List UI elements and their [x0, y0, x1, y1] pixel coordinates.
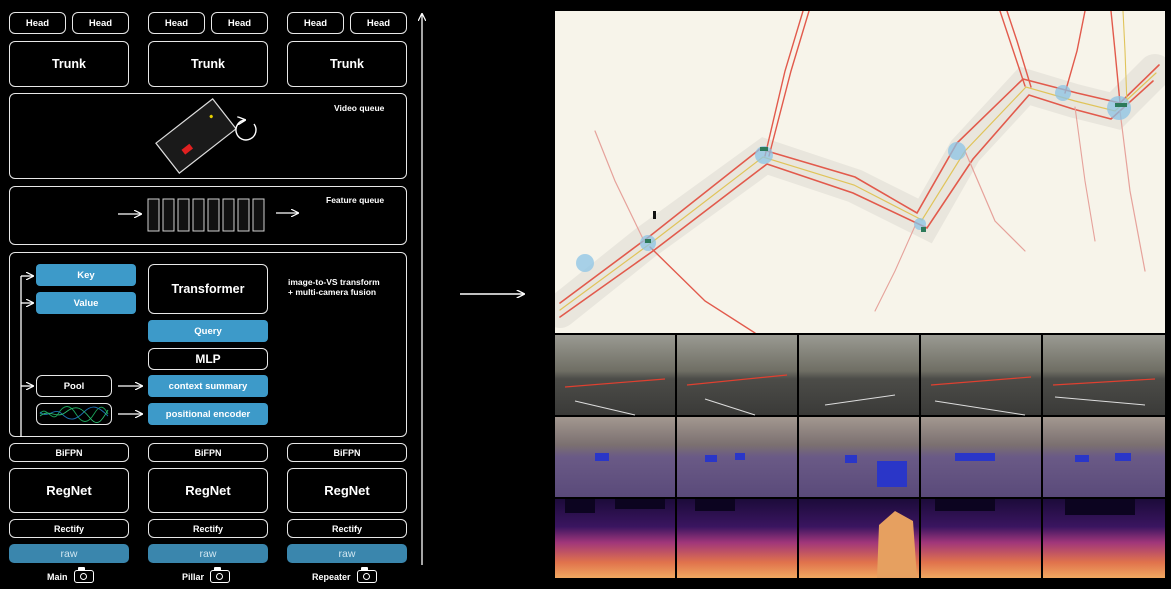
fusion-panel [9, 252, 407, 437]
feature-queue-cells [147, 198, 265, 232]
camera-row-depth [555, 499, 1165, 578]
camera-label-pillar: Pillar [182, 567, 231, 583]
camera-name: Pillar [182, 571, 205, 582]
vehicle-marker [653, 211, 656, 219]
head-box: Head [350, 12, 407, 34]
value-box: Value [36, 292, 136, 314]
trunk-box: Trunk [148, 41, 268, 87]
fusion-description-line2: + multi-camera fusion [288, 287, 377, 297]
sine-wave-icon [36, 403, 112, 425]
mlp-box: MLP [148, 348, 268, 370]
bifpn-box: BiFPN [9, 443, 129, 462]
camera-view-grid [555, 335, 1165, 578]
head-box: Head [211, 12, 268, 34]
trunk-box: Trunk [287, 41, 407, 87]
raw-input-box: raw [9, 544, 129, 563]
camera-icon [210, 567, 231, 583]
raw-input-box: raw [148, 544, 268, 563]
rectify-box: Rectify [148, 519, 268, 538]
connector-lines [20, 276, 142, 437]
rectify-box: Rectify [9, 519, 129, 538]
video-queue-panel [9, 93, 407, 179]
head-box: Head [9, 12, 66, 34]
query-box: Query [148, 320, 268, 342]
positional-encoder-box: positional encoder [148, 403, 268, 425]
intersection-markers [576, 85, 1131, 272]
camera-icon [356, 567, 377, 583]
bifpn-box: BiFPN [148, 443, 268, 462]
regnet-box: RegNet [287, 468, 407, 513]
feature-queue-panel [9, 186, 407, 245]
trunk-box: Trunk [9, 41, 129, 87]
pool-box: Pool [36, 375, 112, 397]
rotate-arrow-icon [235, 120, 257, 141]
car-icon [155, 98, 237, 174]
camera-name: Repeater [312, 571, 351, 582]
camera-name: Main [47, 571, 68, 582]
sine-wave-graphic [39, 406, 109, 423]
feature-queue-label: Feature queue [326, 195, 385, 205]
head-box: Head [72, 12, 129, 34]
regnet-box: RegNet [148, 468, 268, 513]
camera-row-segmentation [555, 417, 1165, 497]
camera-icon [73, 567, 94, 583]
fusion-description-line1: image-to-VS transform [288, 277, 380, 287]
transformer-box: Transformer [148, 264, 268, 314]
bifpn-box: BiFPN [287, 443, 407, 462]
video-queue-label: Video queue [334, 103, 385, 113]
context-summary-box: context summary [148, 375, 268, 397]
head-box: Head [148, 12, 205, 34]
raw-input-box: raw [287, 544, 407, 563]
camera-views [555, 335, 1165, 578]
road-map [555, 11, 1165, 333]
head-box: Head [287, 12, 344, 34]
camera-label-repeater: Repeater [312, 567, 377, 583]
regnet-box: RegNet [9, 468, 129, 513]
vector-space-map [555, 11, 1165, 333]
crosswalk-markers [645, 103, 1127, 243]
camera-label-main: Main [47, 567, 94, 583]
key-box: Key [36, 264, 136, 286]
rectify-box: Rectify [287, 519, 407, 538]
camera-row-rgb [555, 335, 1165, 416]
